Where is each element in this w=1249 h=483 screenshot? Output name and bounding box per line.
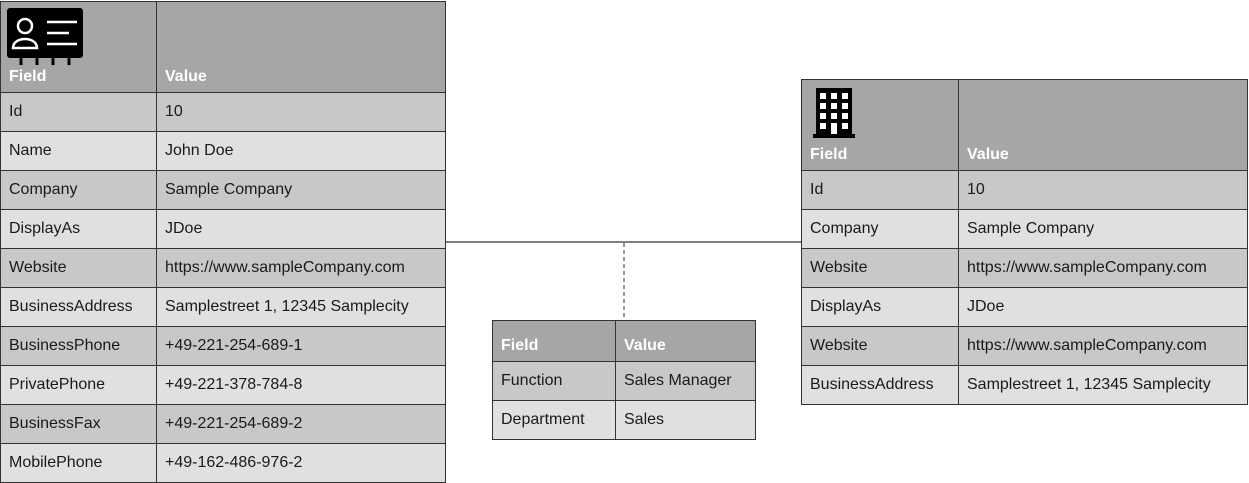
field-cell: Website <box>801 326 959 366</box>
value-cell: https://www.sampleCompany.com <box>156 248 446 288</box>
value-cell: JDoe <box>958 287 1248 327</box>
value-header: Value <box>615 320 756 362</box>
field-cell: Function <box>492 361 616 401</box>
table-row: MobilePhone+49-162-486-976-2 <box>0 443 446 483</box>
value-cell: +49-162-486-976-2 <box>156 443 446 483</box>
value-cell: John Doe <box>156 131 446 171</box>
field-header-label: Field <box>9 68 47 85</box>
field-cell: Company <box>801 209 959 249</box>
value-cell: Samplestreet 1, 12345 Samplecity <box>156 287 446 327</box>
table-row: BusinessFax+49-221-254-689-2 <box>0 404 446 444</box>
value-header: Value <box>156 1 446 93</box>
field-cell: Id <box>0 92 157 132</box>
value-cell: https://www.sampleCompany.com <box>958 248 1248 288</box>
field-header: Field <box>0 1 157 93</box>
field-cell: Department <box>492 400 616 440</box>
value-cell: +49-221-378-784-8 <box>156 365 446 405</box>
value-header: Value <box>958 79 1248 171</box>
value-cell: Sales <box>615 400 756 440</box>
value-cell: 10 <box>156 92 446 132</box>
field-cell: Website <box>801 248 959 288</box>
building-icon <box>813 88 855 138</box>
field-cell: DisplayAs <box>0 209 157 249</box>
field-cell: Name <box>0 131 157 171</box>
field-cell: Website <box>0 248 157 288</box>
value-cell: 10 <box>958 170 1248 210</box>
field-header-label: Field <box>810 146 848 163</box>
value-cell: JDoe <box>156 209 446 249</box>
table-row: PrivatePhone+49-221-378-784-8 <box>0 365 446 405</box>
field-cell: BusinessAddress <box>801 365 959 405</box>
table-row: BusinessPhone+49-221-254-689-1 <box>0 326 446 366</box>
field-cell: BusinessFax <box>0 404 157 444</box>
field-cell: Id <box>801 170 959 210</box>
value-cell: +49-221-254-689-1 <box>156 326 446 366</box>
field-cell: MobilePhone <box>0 443 157 483</box>
field-cell: DisplayAs <box>801 287 959 327</box>
field-header: Field <box>492 320 616 362</box>
field-cell: BusinessAddress <box>0 287 157 327</box>
table-header-row: Field Value <box>492 320 756 362</box>
value-header-label: Value <box>165 68 207 85</box>
field-cell: PrivatePhone <box>0 365 157 405</box>
contact-card-icon <box>7 8 83 65</box>
field-cell: BusinessPhone <box>0 326 157 366</box>
value-cell: Samplestreet 1, 12345 Samplecity <box>958 365 1248 405</box>
table-header-row: Field Value <box>0 1 446 93</box>
table-header-row: Field Value <box>801 79 1248 171</box>
value-cell: https://www.sampleCompany.com <box>958 326 1248 366</box>
value-cell: +49-221-254-689-2 <box>156 404 446 444</box>
value-cell: Sales Manager <box>615 361 756 401</box>
field-cell: Company <box>0 170 157 210</box>
value-cell: Sample Company <box>156 170 446 210</box>
value-cell: Sample Company <box>958 209 1248 249</box>
field-header: Field <box>801 79 959 171</box>
value-header-label: Value <box>967 146 1009 163</box>
